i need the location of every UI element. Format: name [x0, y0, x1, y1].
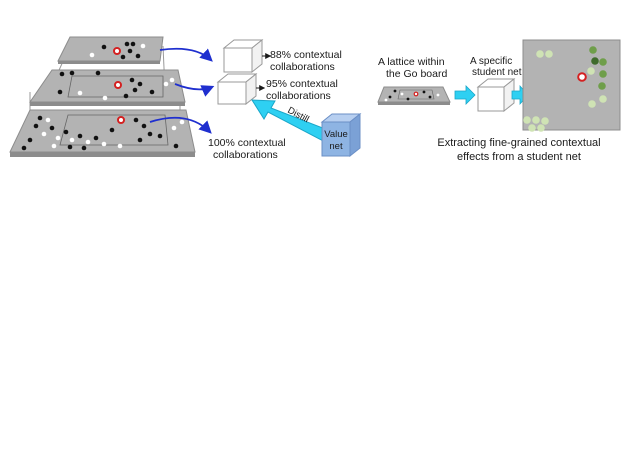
cube-95-label-line2: collaborations [266, 90, 331, 102]
lattice-board [377, 86, 451, 105]
lattice-to-student-arrow [454, 85, 476, 105]
cube-88-label-line2: collaborations [270, 61, 335, 73]
go-board-middle-edge [30, 102, 185, 106]
value-net-cube [320, 112, 362, 158]
arrow-top-to-cube [159, 47, 213, 62]
distill-arrow [251, 99, 334, 144]
go-board-top-edge [58, 61, 160, 64]
cube-88-label-line1: 88% contextual [270, 49, 342, 61]
caption-line2: effects from a student net [457, 151, 581, 163]
student-net-cube [476, 77, 516, 113]
effects-board [522, 39, 621, 132]
student-cube-95 [216, 72, 258, 106]
go-board-top [57, 36, 164, 62]
caption-line1: Extracting fine-grained contextual [437, 137, 600, 149]
value-net-label-line1: Value [324, 129, 348, 140]
arrow-bottom-to-label [149, 116, 212, 134]
stones-bottom [21, 115, 185, 151]
board-stack [9, 36, 196, 157]
board-bottom-inner-window [59, 114, 169, 146]
student-label-line2: student net [472, 67, 522, 78]
bottom-label-line2: collaborations [213, 149, 278, 161]
student-label-line1: A specific [470, 56, 512, 67]
stones-middle [57, 70, 175, 101]
cube-95-label-line1: 95% contextual [266, 78, 338, 90]
student-cube-88 [222, 38, 264, 74]
stones-top [89, 41, 146, 60]
go-board-bottom-edge [10, 152, 195, 157]
bottom-label-line1: 100% contextual [208, 137, 286, 149]
lattice-label-line1: A lattice within [378, 56, 445, 68]
arrow-middle-to-cube [174, 83, 215, 97]
board-middle-inner-window [67, 75, 164, 98]
value-net-label-line2: net [329, 141, 343, 152]
lattice-label-line2: the Go board [386, 68, 447, 80]
